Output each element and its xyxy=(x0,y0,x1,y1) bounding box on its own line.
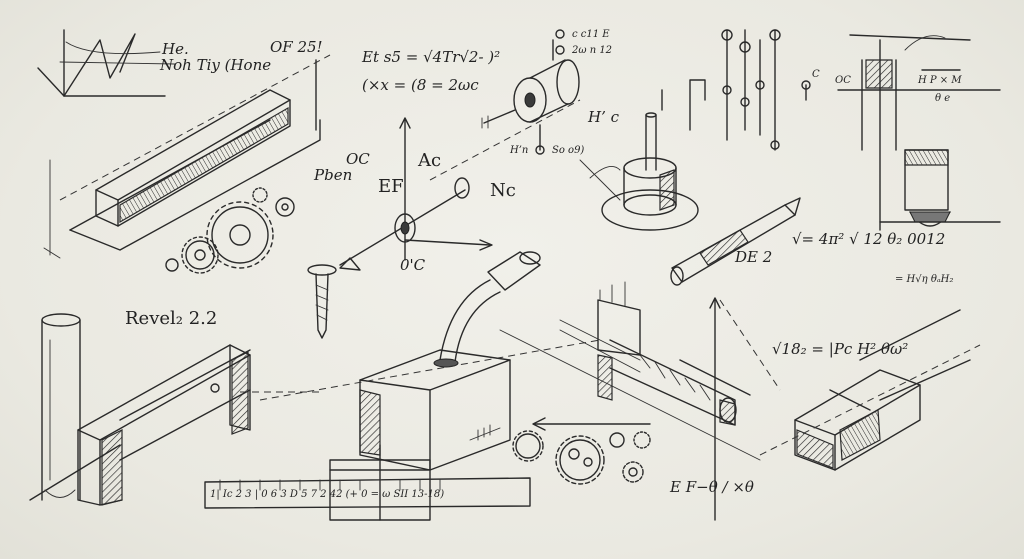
note-formula-bottom: E F−θ / ×θ xyxy=(670,478,754,496)
pipe-block xyxy=(259,251,601,521)
waveform-graph xyxy=(37,29,176,97)
note-ruler-text: 1| Ic 2 3 | 0 6 3 D 5 7 2 42 (+ 0 = ω SI… xyxy=(210,489,445,500)
construction-lines xyxy=(499,159,781,461)
note-top-right-oc: OC xyxy=(835,75,851,86)
note-label-oc: OC xyxy=(346,150,370,168)
screw xyxy=(307,264,337,339)
marker-pen xyxy=(670,197,801,286)
u-frame xyxy=(29,313,320,506)
note-equation-1: Et s5 = √4Tr√2- )² xyxy=(362,48,501,66)
note-label-pben: Pben xyxy=(314,166,353,184)
note-label-oc2: 0'C xyxy=(400,256,426,274)
note-formula-root: √= 4π² √ 12 θ₂ 0012 xyxy=(792,230,946,248)
threaded-bracket xyxy=(559,281,751,521)
note-label-hn: H’n xyxy=(510,145,529,156)
gear-cluster-left xyxy=(165,187,295,274)
note-formula-h: = H√η θₐH₂ xyxy=(895,274,954,285)
note-equation-2: (×x = (8 = 2ωc xyxy=(362,76,479,94)
note-label-nc: Nc xyxy=(490,180,516,201)
long-beam xyxy=(43,54,331,259)
note-top-right-c: C xyxy=(812,69,820,80)
note-top-left-sub: Noh Tiy (Hone xyxy=(160,56,272,74)
rod-base xyxy=(589,89,699,231)
note-formula-18: √18₂ = |Pc H² θω² xyxy=(772,340,909,358)
note-top-cols: c c11 E xyxy=(572,29,610,40)
note-top-right-e: θ e xyxy=(935,93,951,104)
note-label-de: DE 2 xyxy=(735,248,773,266)
note-top-left-dim: OF 25! xyxy=(270,38,323,56)
hatched-block xyxy=(759,309,981,471)
cylinder-part xyxy=(481,29,580,155)
ruler xyxy=(204,477,531,509)
section-view xyxy=(837,34,1001,231)
note-label-h: H’ c xyxy=(588,108,620,126)
note-top-cols2: 2ω n 12 xyxy=(572,45,613,56)
gear-cluster-bottom xyxy=(512,417,651,485)
note-label-ac: Ac xyxy=(418,150,442,171)
shaft-assembly xyxy=(339,99,581,271)
note-label-ef: EF xyxy=(378,176,404,197)
note-label-revel: Revel₂ 2.2 xyxy=(125,308,218,329)
note-label-so: So o9) xyxy=(552,145,585,156)
pin-array xyxy=(689,29,811,151)
note-top-right-pm: H P × M xyxy=(918,75,962,86)
note-top-left-title: He. xyxy=(162,40,189,58)
